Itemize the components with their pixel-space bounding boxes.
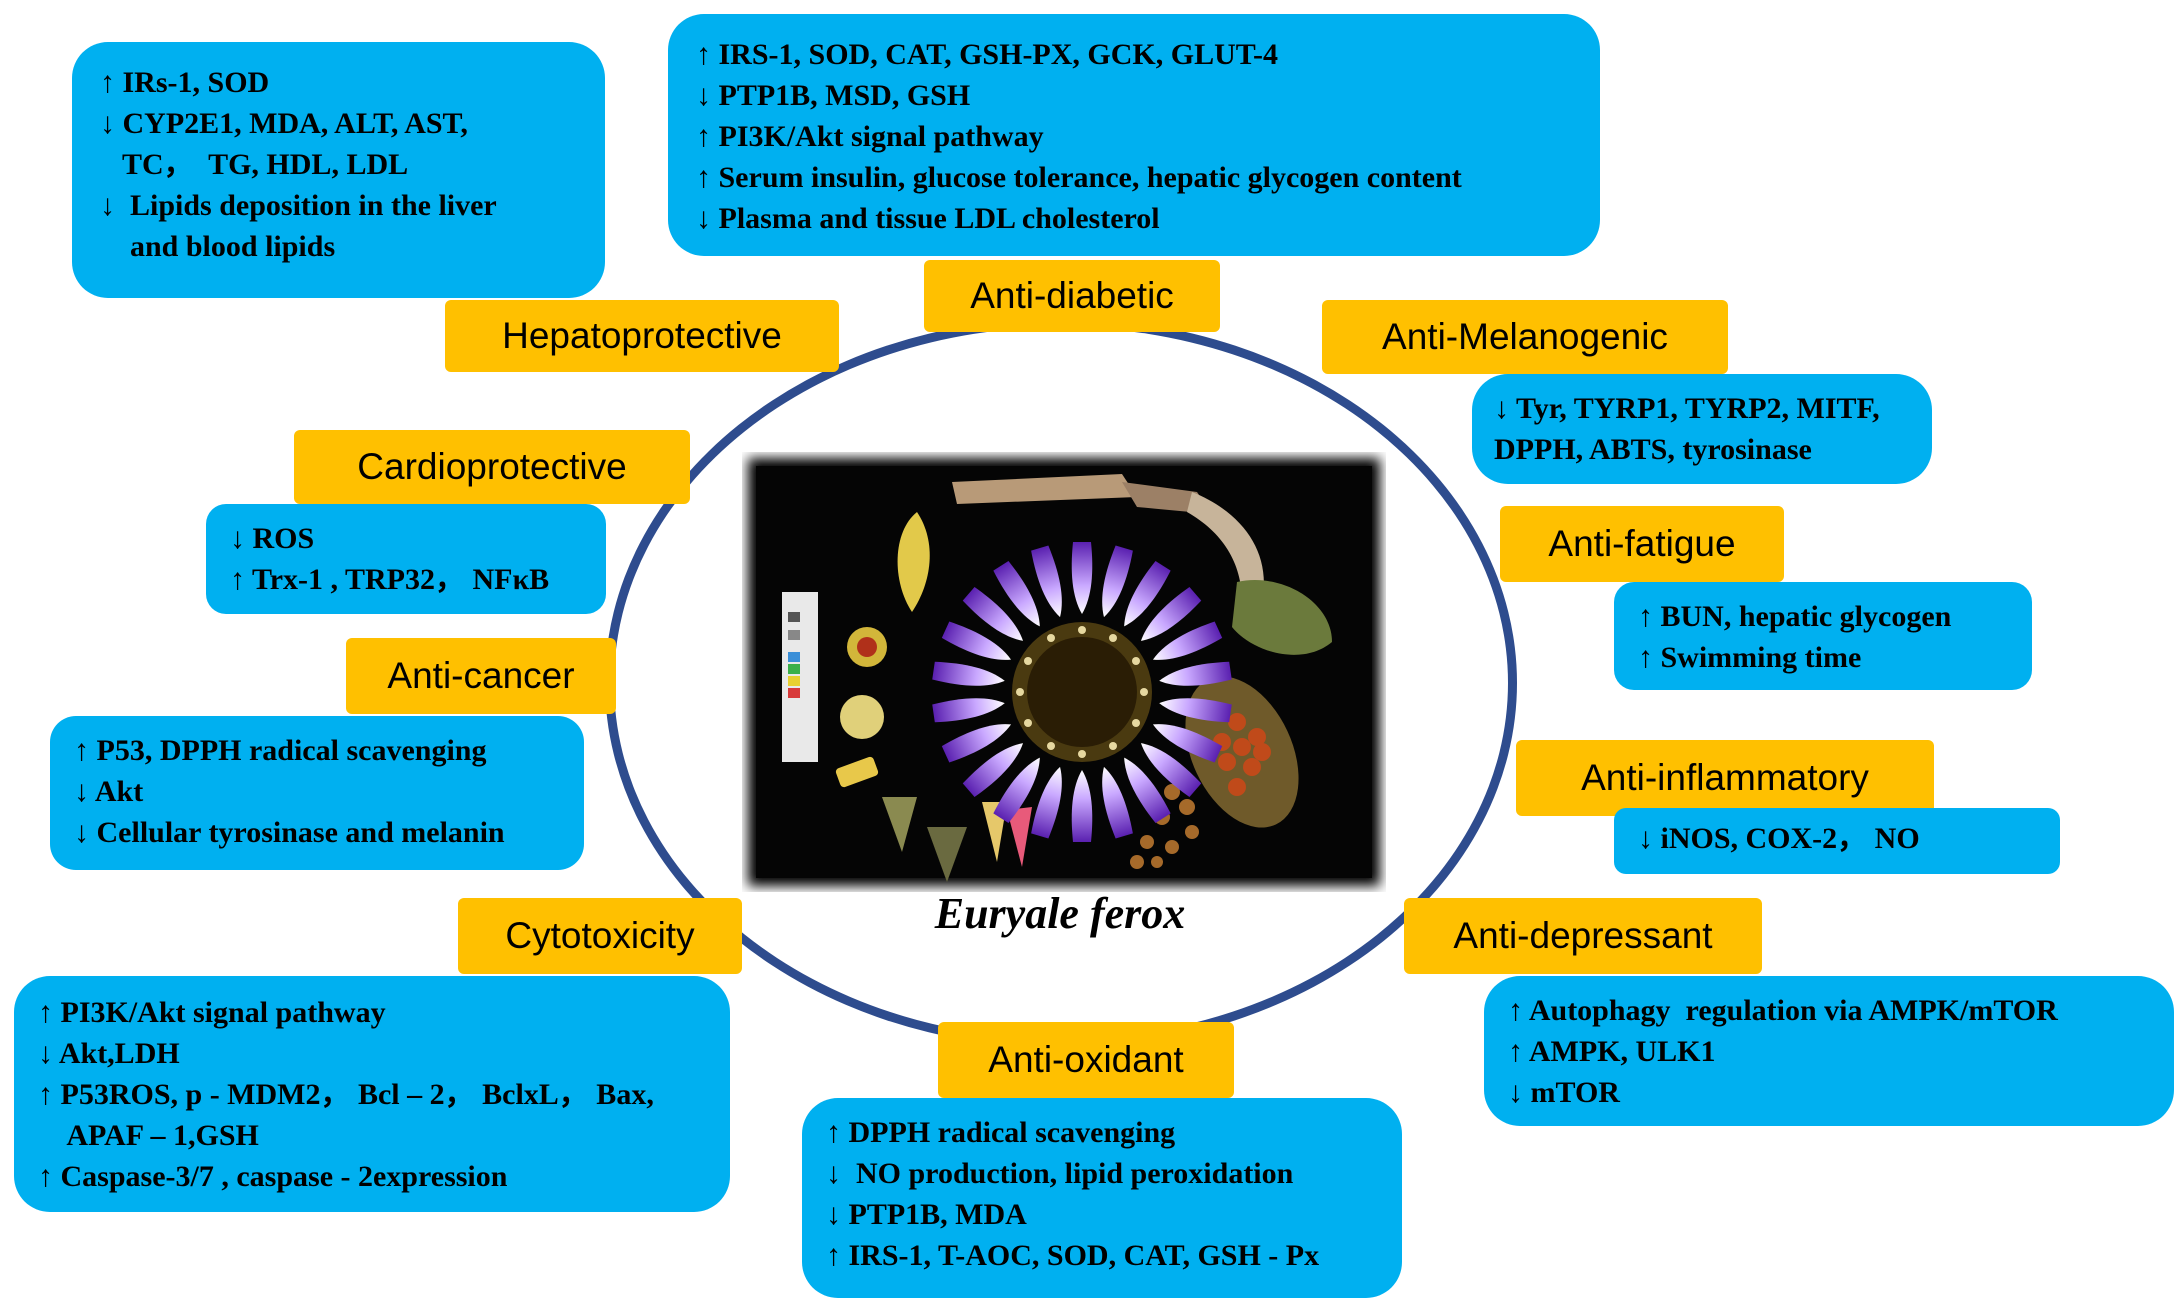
species-name: Euryale ferox [934,889,1186,938]
label-anti-oxidant: Anti-oxidant [938,1022,1234,1098]
petal-shape [993,757,1040,824]
effect-line: ↑ Autophagy regulation via AMPK/mTOR [1508,994,2058,1027]
anti-depressant-effects: ↑ Autophagy regulation via AMPK/mTOR ↑ AM… [1484,976,2174,1126]
effect-line: ↑ AMPK, ULK1 [1508,1035,1716,1068]
petal-shape [1152,724,1223,763]
label-anti-depressant: Anti-depressant [1404,898,1762,974]
petal-shape [1152,621,1223,660]
petal-shape [962,743,1024,798]
anti-diabetic-effects: ↑ IRS-1, SOD, CAT, GSH-PX, GCK, GLUT-4 ↓ … [668,14,1600,256]
label-anti-inflammatory: Anti-inflammatory [1516,740,1934,816]
effect-line: ↑ BUN, hepatic glycogen [1638,600,1952,633]
petal-shape [932,698,1005,723]
anti-inflammatory-effects: ↓ iNOS, COX-2， NO [1614,808,2060,874]
effect-line: ↑ Caspase-3/7 , caspase - 2expression [38,1160,508,1193]
petal-shape [941,724,1012,763]
label-anti-melanogenic: Anti-Melanogenic [1322,300,1728,374]
petal-shape [1031,545,1062,618]
effect-line: ↑ PI3K/Akt signal pathway [696,120,1044,153]
label-cardioprotective: Cardioprotective [294,430,690,504]
effect-line: ↓ mTOR [1508,1076,1620,1109]
effect-line: ↑ IRS-1, SOD, CAT, GSH-PX, GCK, GLUT-4 [696,38,1279,71]
label-anti-diabetic: Anti-diabetic [924,260,1220,332]
anti-fatigue-effects: ↑ BUN, hepatic glycogen ↑ Swimming time [1614,582,2032,690]
anti-cancer-effects: ↑ P53, DPPH radical scavenging ↓ Akt ↓ Cel… [50,716,584,870]
label-anti-fatigue: Anti-fatigue [1500,506,1784,582]
petal-shape [1031,766,1062,839]
effect-line: ↓ Akt [74,775,144,808]
petal-shape [1102,766,1133,839]
effect-line: ↓ Lipids deposition in the liver [100,189,497,222]
petal-shape [1159,698,1232,723]
effect-line: ↓ Tyr, TYRP1, TYRP2, MITF, [1494,392,1880,425]
effect-line: TC， TG, HDL, LDL [100,148,409,181]
effect-line: ↓ Cellular tyrosinase and melanin [74,816,505,849]
effect-line: APAF – 1,GSH [38,1119,259,1152]
effect-line: ↑ P53, DPPH radical scavenging [74,734,487,767]
specimen-photo [748,458,1380,886]
petal-shape [1124,560,1171,627]
petal-shape [1124,757,1171,824]
effect-line: ↓ NO production, lipid peroxidation [826,1157,1294,1190]
effect-line: ↓ iNOS, COX-2， NO [1638,822,1920,855]
effect-line: ↑ DPPH radical scavenging [826,1116,1176,1149]
effect-line: ↓ CYP2E1, MDA, ALT, AST, [100,107,468,140]
effect-line: ↑ P53ROS, p - MDM2， Bcl – 2， BclxL， Bax, [38,1078,654,1111]
effect-line: ↑ Serum insulin, glucose tolerance, hepa… [696,161,1462,194]
petal-shape [962,586,1024,641]
anti-melanogenic-effects: ↓ Tyr, TYRP1, TYRP2, MITF, DPPH, ABTS, ty… [1472,374,1932,484]
effect-line: ↑ PI3K/Akt signal pathway [38,996,386,1029]
petal-shape [993,560,1040,627]
hepatoprotective-effects: ↑ IRs-1, SOD ↓ CYP2E1, MDA, ALT, AST, TC，… [72,42,605,298]
petal-shape [1159,661,1232,686]
petal-shape [1140,586,1202,641]
cytotoxicity-effects: ↑ PI3K/Akt signal pathway ↓ Akt,LDH ↑ P53R… [14,976,730,1212]
effect-line: ↑ Trx-1 , TRP32， NFκB [230,563,550,596]
label-cytotoxicity: Cytotoxicity [458,898,742,974]
effect-line: ↓ PTP1B, MDA [826,1198,1027,1231]
effect-line: DPPH, ABTS, tyrosinase [1494,433,1812,466]
cardioprotective-effects: ↓ ROS ↑ Trx-1 , TRP32， NFκB [206,504,606,614]
effect-line: ↑ Swimming time [1638,641,1862,674]
effect-line: ↑ IRs-1, SOD [100,66,270,99]
petal-shape [932,661,1005,686]
label-hepatoprotective: Hepatoprotective [445,300,839,372]
petal-shape [1102,545,1133,618]
petal-shape [1140,743,1202,798]
anti-oxidant-effects: ↑ DPPH radical scavenging ↓ NO production… [802,1098,1402,1298]
label-anti-cancer: Anti-cancer [346,638,616,714]
petal-shape [1071,542,1093,614]
effect-line: ↓ PTP1B, MSD, GSH [696,79,971,112]
effect-line: ↑ IRS-1, T-AOC, SOD, CAT, GSH - Px [826,1239,1320,1272]
effect-line: and blood lipids [100,230,336,263]
effect-line: ↓ ROS [230,522,315,555]
petal-shape [941,621,1012,660]
petal-shape [1071,770,1093,842]
effect-line: ↓ Akt,LDH [38,1037,180,1070]
effect-line: ↓ Plasma and tissue LDL cholesterol [696,202,1160,235]
